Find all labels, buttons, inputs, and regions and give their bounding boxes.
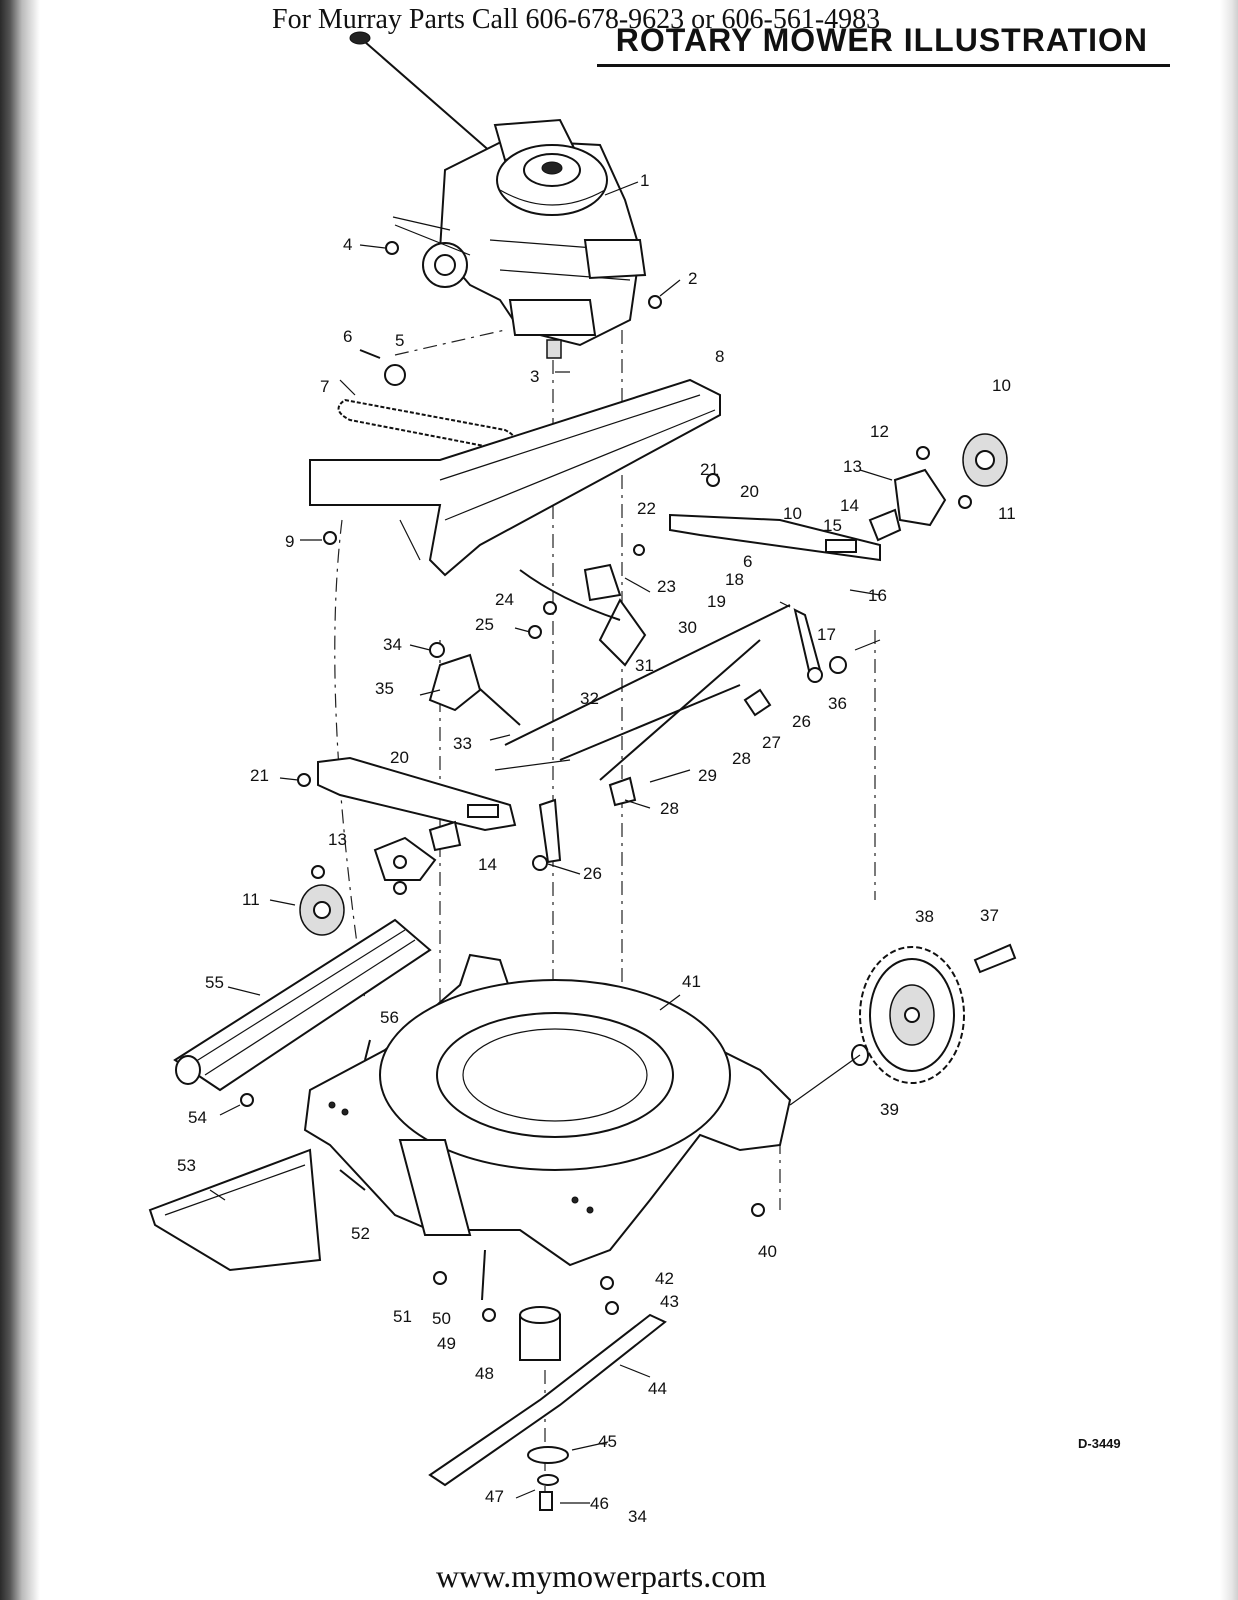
- mower-deck: [303, 953, 792, 1267]
- height-adjuster-left: [299, 756, 517, 936]
- part-label: 54: [188, 1108, 207, 1127]
- height-adjuster-right: [669, 433, 1008, 562]
- part-label: 11: [998, 504, 1016, 523]
- part-label: 6: [343, 327, 353, 346]
- part-label: 40: [758, 1242, 777, 1261]
- part-label: 51: [393, 1307, 412, 1326]
- part-label: 17: [817, 625, 836, 644]
- part-label: 25: [475, 615, 494, 634]
- part-label: 15: [823, 516, 842, 535]
- part-label: 28: [660, 799, 679, 818]
- part-label: 21: [700, 460, 719, 479]
- part-label: 14: [840, 496, 859, 515]
- rear-discharge-chute: [148, 1148, 322, 1272]
- fasteners: [240, 241, 972, 1322]
- part-label: 12: [870, 422, 889, 441]
- part-label: 24: [495, 590, 514, 609]
- cutting-blade: [428, 1306, 667, 1511]
- part-label: 53: [177, 1156, 196, 1175]
- part-label: 33: [453, 734, 472, 753]
- part-label: 50: [432, 1309, 451, 1328]
- scan-right-edge: [1220, 0, 1238, 1600]
- part-label: 37: [980, 906, 999, 925]
- part-label: 6: [743, 552, 753, 571]
- scan-left-edge: [0, 0, 40, 1600]
- part-label: 14: [478, 855, 497, 874]
- dipstick: [349, 31, 501, 161]
- part-label: 16: [868, 586, 887, 605]
- part-label: 31: [635, 656, 654, 675]
- part-label: 43: [660, 1292, 679, 1311]
- part-label: 34: [628, 1507, 647, 1526]
- leader-lines: [209, 181, 893, 1504]
- part-label: 13: [328, 830, 347, 849]
- axle-linkage: [428, 563, 847, 871]
- part-label: 22: [637, 499, 656, 518]
- part-label: 32: [580, 689, 599, 708]
- part-label: 18: [725, 570, 744, 589]
- part-label: 9: [285, 532, 295, 551]
- part-label: 39: [880, 1100, 899, 1119]
- part-label: 56: [380, 1008, 399, 1027]
- part-label: 5: [395, 331, 405, 350]
- part-label: 36: [828, 694, 847, 713]
- part-label: 4: [343, 235, 353, 254]
- rear-wheel: [851, 943, 1017, 1084]
- part-label: 10: [992, 376, 1011, 395]
- drive-chain: [337, 349, 516, 452]
- title-underline: [597, 64, 1170, 67]
- part-label: 35: [375, 679, 394, 698]
- part-label: 26: [583, 864, 602, 883]
- page-title: ROTARY MOWER ILLUSTRATION: [615, 22, 1148, 58]
- footer-website: www.mymowerparts.com: [436, 1558, 767, 1594]
- part-label: 46: [590, 1494, 609, 1513]
- part-label: 30: [678, 618, 697, 637]
- drawing-number: D-3449: [1078, 1436, 1121, 1451]
- part-label: 11: [242, 890, 260, 909]
- part-label: 13: [843, 457, 862, 476]
- part-label: 7: [320, 377, 330, 396]
- part-label: 47: [485, 1487, 504, 1506]
- part-label: 20: [390, 748, 409, 767]
- part-label: 34: [383, 635, 402, 654]
- part-label: 44: [648, 1379, 667, 1398]
- part-label: 2: [688, 269, 698, 288]
- part-label: 3: [530, 367, 540, 386]
- part-label: 20: [740, 482, 759, 501]
- phone-callout: For Murray Parts Call 606-678-9623 or 60…: [272, 4, 881, 35]
- part-label: 10: [783, 504, 802, 523]
- part-label: 52: [351, 1224, 370, 1243]
- part-label: 1: [640, 171, 650, 190]
- part-label: 38: [915, 907, 934, 926]
- part-label: 29: [698, 766, 717, 785]
- part-label: 45: [598, 1432, 617, 1451]
- part-label: 19: [707, 592, 726, 611]
- part-label: 28: [732, 749, 751, 768]
- part-label: 55: [205, 973, 224, 992]
- part-label: 48: [475, 1364, 494, 1383]
- rear-bar-bracket: [309, 378, 721, 577]
- part-label: 26: [792, 712, 811, 731]
- part-label: 23: [657, 577, 676, 596]
- engine-assembly: [392, 118, 647, 359]
- part-label: 41: [682, 972, 701, 991]
- part-label: 27: [762, 733, 781, 752]
- part-label: 49: [437, 1334, 456, 1353]
- part-label: 42: [655, 1269, 674, 1288]
- rear-roller: [173, 918, 432, 1092]
- part-label: 21: [250, 766, 269, 785]
- part-label: 8: [715, 347, 725, 366]
- guide-lines: [789, 639, 881, 1106]
